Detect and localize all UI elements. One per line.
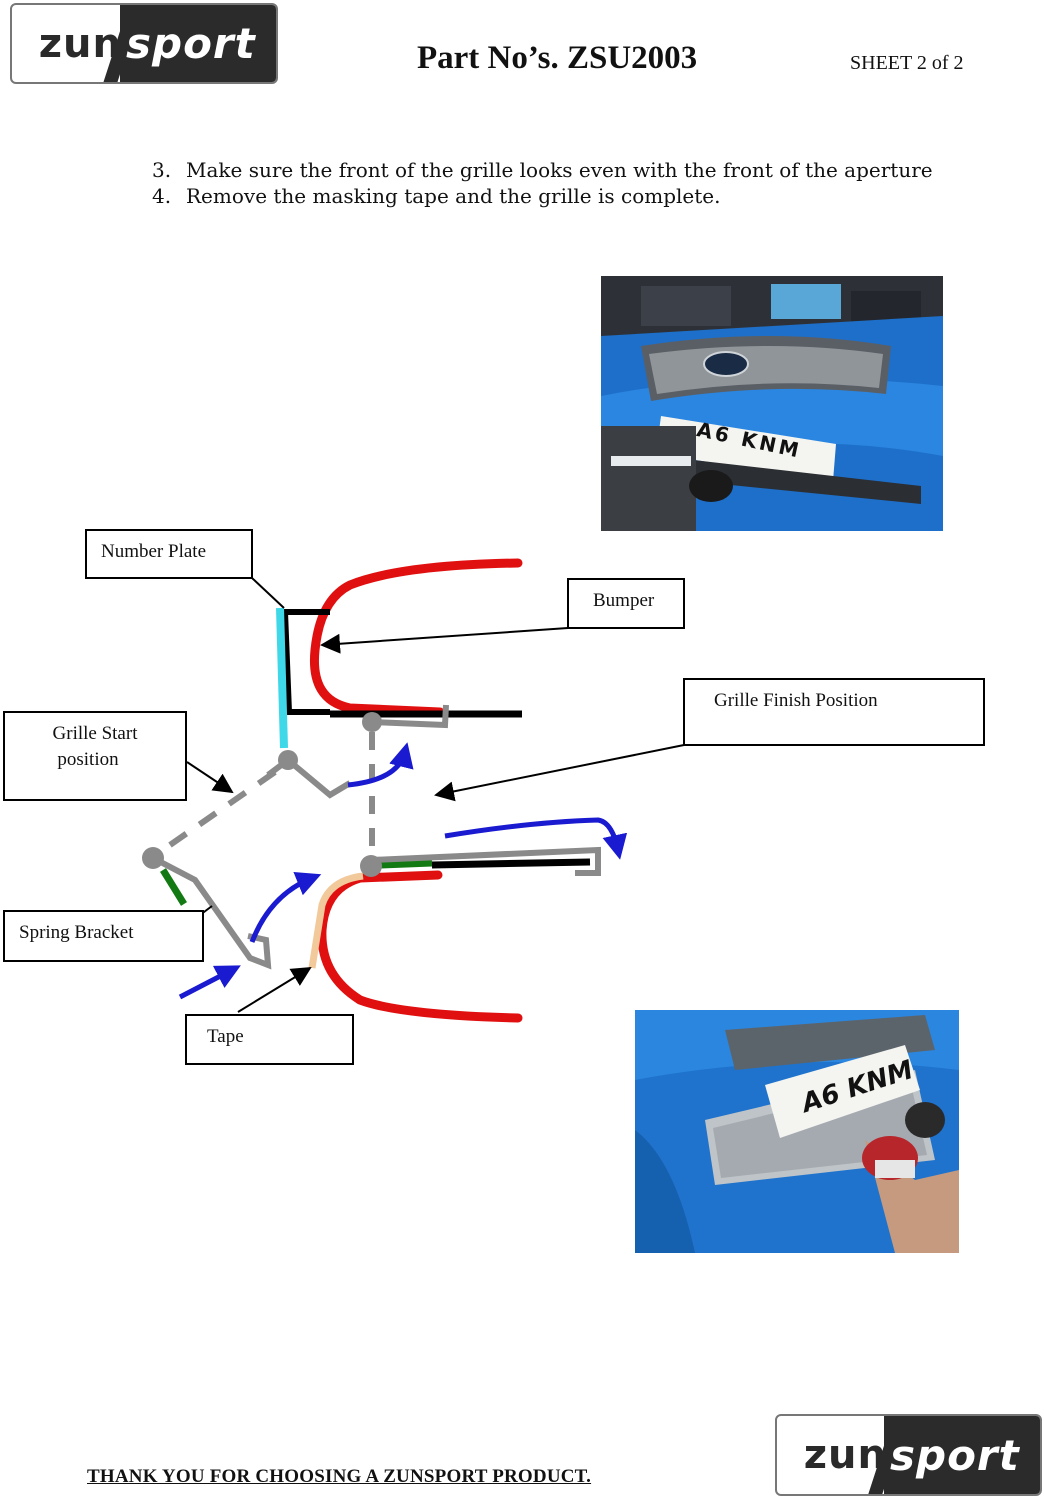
grille-finish-black	[431, 858, 591, 869]
page-title: Part No’s. ZSU2003	[417, 40, 698, 76]
photo-grille-fitted-bottom: A6 KNM	[635, 1010, 959, 1253]
label-text: Spring Bracket	[19, 922, 134, 943]
logo-sport-text: sport	[884, 1416, 1040, 1494]
instruction-step: 3. Make sure the front of the grille loo…	[152, 157, 933, 183]
label-number-plate: Number Plate	[85, 529, 253, 579]
leader-grille-finish	[434, 744, 685, 802]
step-number: 4.	[152, 184, 172, 208]
photo-grille-fitted-top: A6 KNM	[601, 276, 943, 531]
grille-finish-gray	[371, 846, 601, 876]
label-text: Tape	[207, 1026, 244, 1047]
logo-sport-text: sport	[120, 5, 276, 82]
label-grille-start-position: Grille Start position	[3, 711, 187, 801]
sheet-number: SHEET 2 of 2	[850, 52, 964, 74]
lower-pivot-right	[360, 855, 382, 877]
label-spring-bracket: Spring Bracket	[3, 910, 204, 962]
leader-grille-start	[186, 761, 234, 794]
step-number: 3.	[152, 158, 172, 182]
lower-bumper-curve	[317, 870, 523, 1023]
upper-finish-arrow	[444, 817, 628, 860]
upper-mount-clip	[371, 704, 449, 729]
upper-move-arrow	[347, 742, 414, 788]
leader-tape	[237, 966, 312, 1013]
lower-pivot-left	[142, 847, 164, 869]
label-text: Bumper	[593, 590, 655, 611]
zunsport-logo-footer: zun sport	[775, 1414, 1042, 1496]
label-text: Grille Finish Position	[714, 690, 878, 711]
label-text-line1: Grille Start	[52, 723, 138, 744]
upper-pivot-right	[362, 712, 382, 732]
label-bumper: Bumper	[567, 578, 685, 629]
label-text: Number Plate	[101, 541, 207, 562]
upper-plate-frame	[281, 609, 330, 715]
tape-strip	[308, 872, 364, 969]
step-text: Make sure the front of the grille looks …	[186, 158, 933, 182]
logo-zun-text: zun	[38, 20, 122, 67]
upper-pivot-left	[278, 750, 298, 770]
footer-thank-you: THANK YOU FOR CHOOSING A ZUNSPORT PRODUC…	[87, 1466, 592, 1487]
grille-start-bracket	[266, 756, 352, 799]
label-text-line2: position	[57, 749, 119, 770]
step-text: Remove the masking tape and the grille i…	[186, 184, 721, 208]
spring-bracket-green-right	[379, 857, 433, 869]
label-tape: Tape	[185, 1014, 354, 1065]
lower-straight-arrow	[178, 965, 241, 1000]
zunsport-logo: zun sport	[10, 3, 278, 84]
instruction-list: 3. Make sure the front of the grille loo…	[152, 157, 933, 209]
instruction-step: 4. Remove the masking tape and the grill…	[152, 183, 933, 209]
lower-curved-arrow	[249, 872, 322, 943]
label-grille-finish-position: Grille Finish Position	[683, 678, 985, 746]
leader-bumper	[320, 627, 569, 654]
logo-zun-text: zun	[803, 1432, 887, 1478]
leader-number-plate	[251, 577, 285, 609]
number-plate-line	[276, 607, 288, 749]
upper-bumper-curve	[309, 558, 523, 717]
spring-bracket-green-left	[160, 868, 187, 906]
